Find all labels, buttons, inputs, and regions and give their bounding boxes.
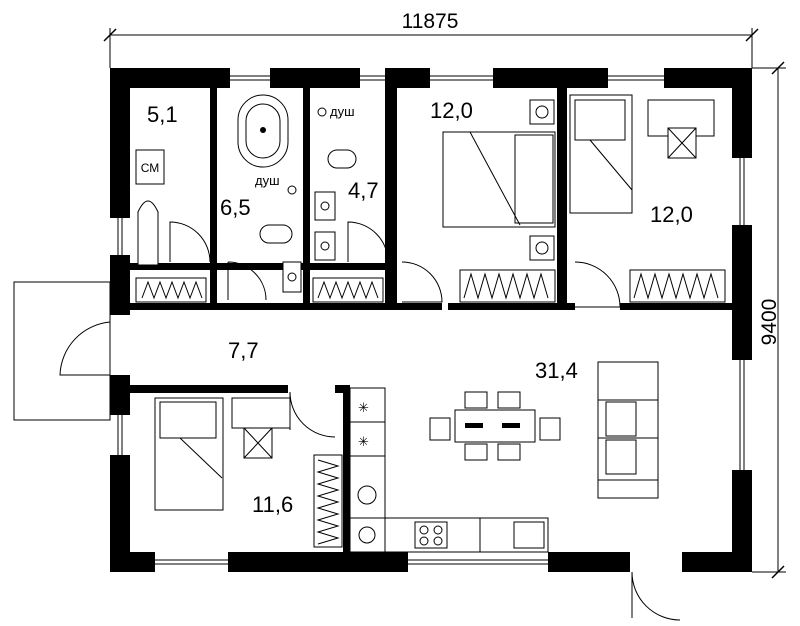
desk: [231, 397, 291, 429]
outer-walls: [110, 68, 752, 572]
washer-label: СМ: [141, 161, 160, 175]
chair-icon: [464, 391, 488, 409]
height-label: 9400: [758, 299, 781, 346]
toilet-room: СМ: [135, 149, 165, 266]
area-hall: 7,7: [228, 338, 259, 363]
area-bedroom-center: 12,0: [430, 98, 473, 123]
area-bathroom: 6,5: [220, 195, 251, 220]
area-shower-room: 4,7: [348, 178, 379, 203]
washing-machine: [135, 149, 165, 185]
area-bedroom-right: 12,0: [650, 202, 693, 227]
bathroom: душ: [237, 94, 302, 293]
chair-icon: [429, 417, 451, 441]
windows: [117, 75, 745, 565]
dining-table: [429, 391, 561, 461]
chair-icon: [497, 391, 521, 409]
area-bedroom-bottom: 11,6: [252, 492, 293, 517]
chair-icon: [464, 443, 488, 461]
dimension-width: 11875: [103, 10, 759, 68]
bedroom-bottom: [154, 397, 291, 511]
toilet-icon-2: [327, 149, 357, 169]
ironing-board: [137, 200, 159, 266]
cooktop-icon: [414, 521, 448, 549]
sink-icon-kitchen: [513, 521, 545, 549]
bedroom-right: [569, 94, 715, 214]
svg-text:✳: ✳: [358, 434, 369, 449]
wardrobes: [135, 269, 726, 548]
svg-text:✳: ✳: [358, 400, 369, 415]
doors: [59, 221, 681, 621]
dishwasher-icon: [357, 485, 377, 505]
area-toilet: 5,1: [147, 102, 178, 127]
chair-icon: [497, 443, 521, 461]
toilet-icon: [259, 224, 293, 244]
interior-walls: [130, 88, 732, 552]
porch-left: [13, 281, 111, 421]
shower-label-2: душ: [330, 104, 355, 119]
kitchen: ✳ ✳: [349, 387, 549, 553]
counter-left: [349, 455, 386, 519]
dimension-height: 9400: [752, 61, 786, 579]
shower-room: душ: [314, 104, 357, 261]
chair-icon: [539, 417, 561, 441]
area-living-kitchen: 31,4: [535, 358, 578, 383]
width-label: 11875: [402, 10, 459, 33]
bedroom-center: [442, 99, 556, 261]
shower-label-1: душ: [255, 173, 280, 188]
sofa: [597, 361, 659, 499]
